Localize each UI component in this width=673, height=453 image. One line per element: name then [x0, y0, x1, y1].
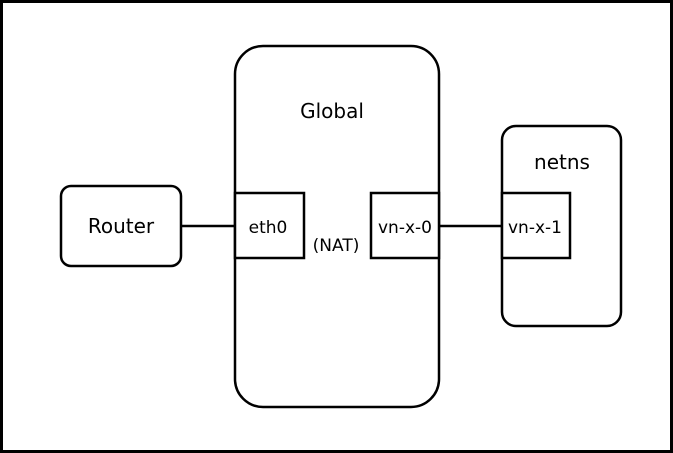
vn-x-1-interface — [500, 191, 572, 260]
vn-x-0-label: vn-x-0 — [378, 218, 432, 238]
router-label: Router — [88, 214, 155, 238]
router-node: Router — [59, 184, 183, 268]
vn-x-0-interface — [369, 191, 441, 260]
netns-namespace: netns vn-x-1 — [500, 124, 623, 328]
nat-label: (NAT) — [313, 236, 360, 256]
global-label: Global — [300, 99, 364, 123]
eth0-interface — [233, 191, 306, 260]
global-namespace: Global eth0 vn-x-0 — [233, 44, 441, 409]
vn-x-1-label: vn-x-1 — [508, 218, 562, 238]
netns-label: netns — [534, 150, 590, 174]
eth0-label: eth0 — [249, 218, 288, 238]
router-box — [59, 184, 183, 268]
